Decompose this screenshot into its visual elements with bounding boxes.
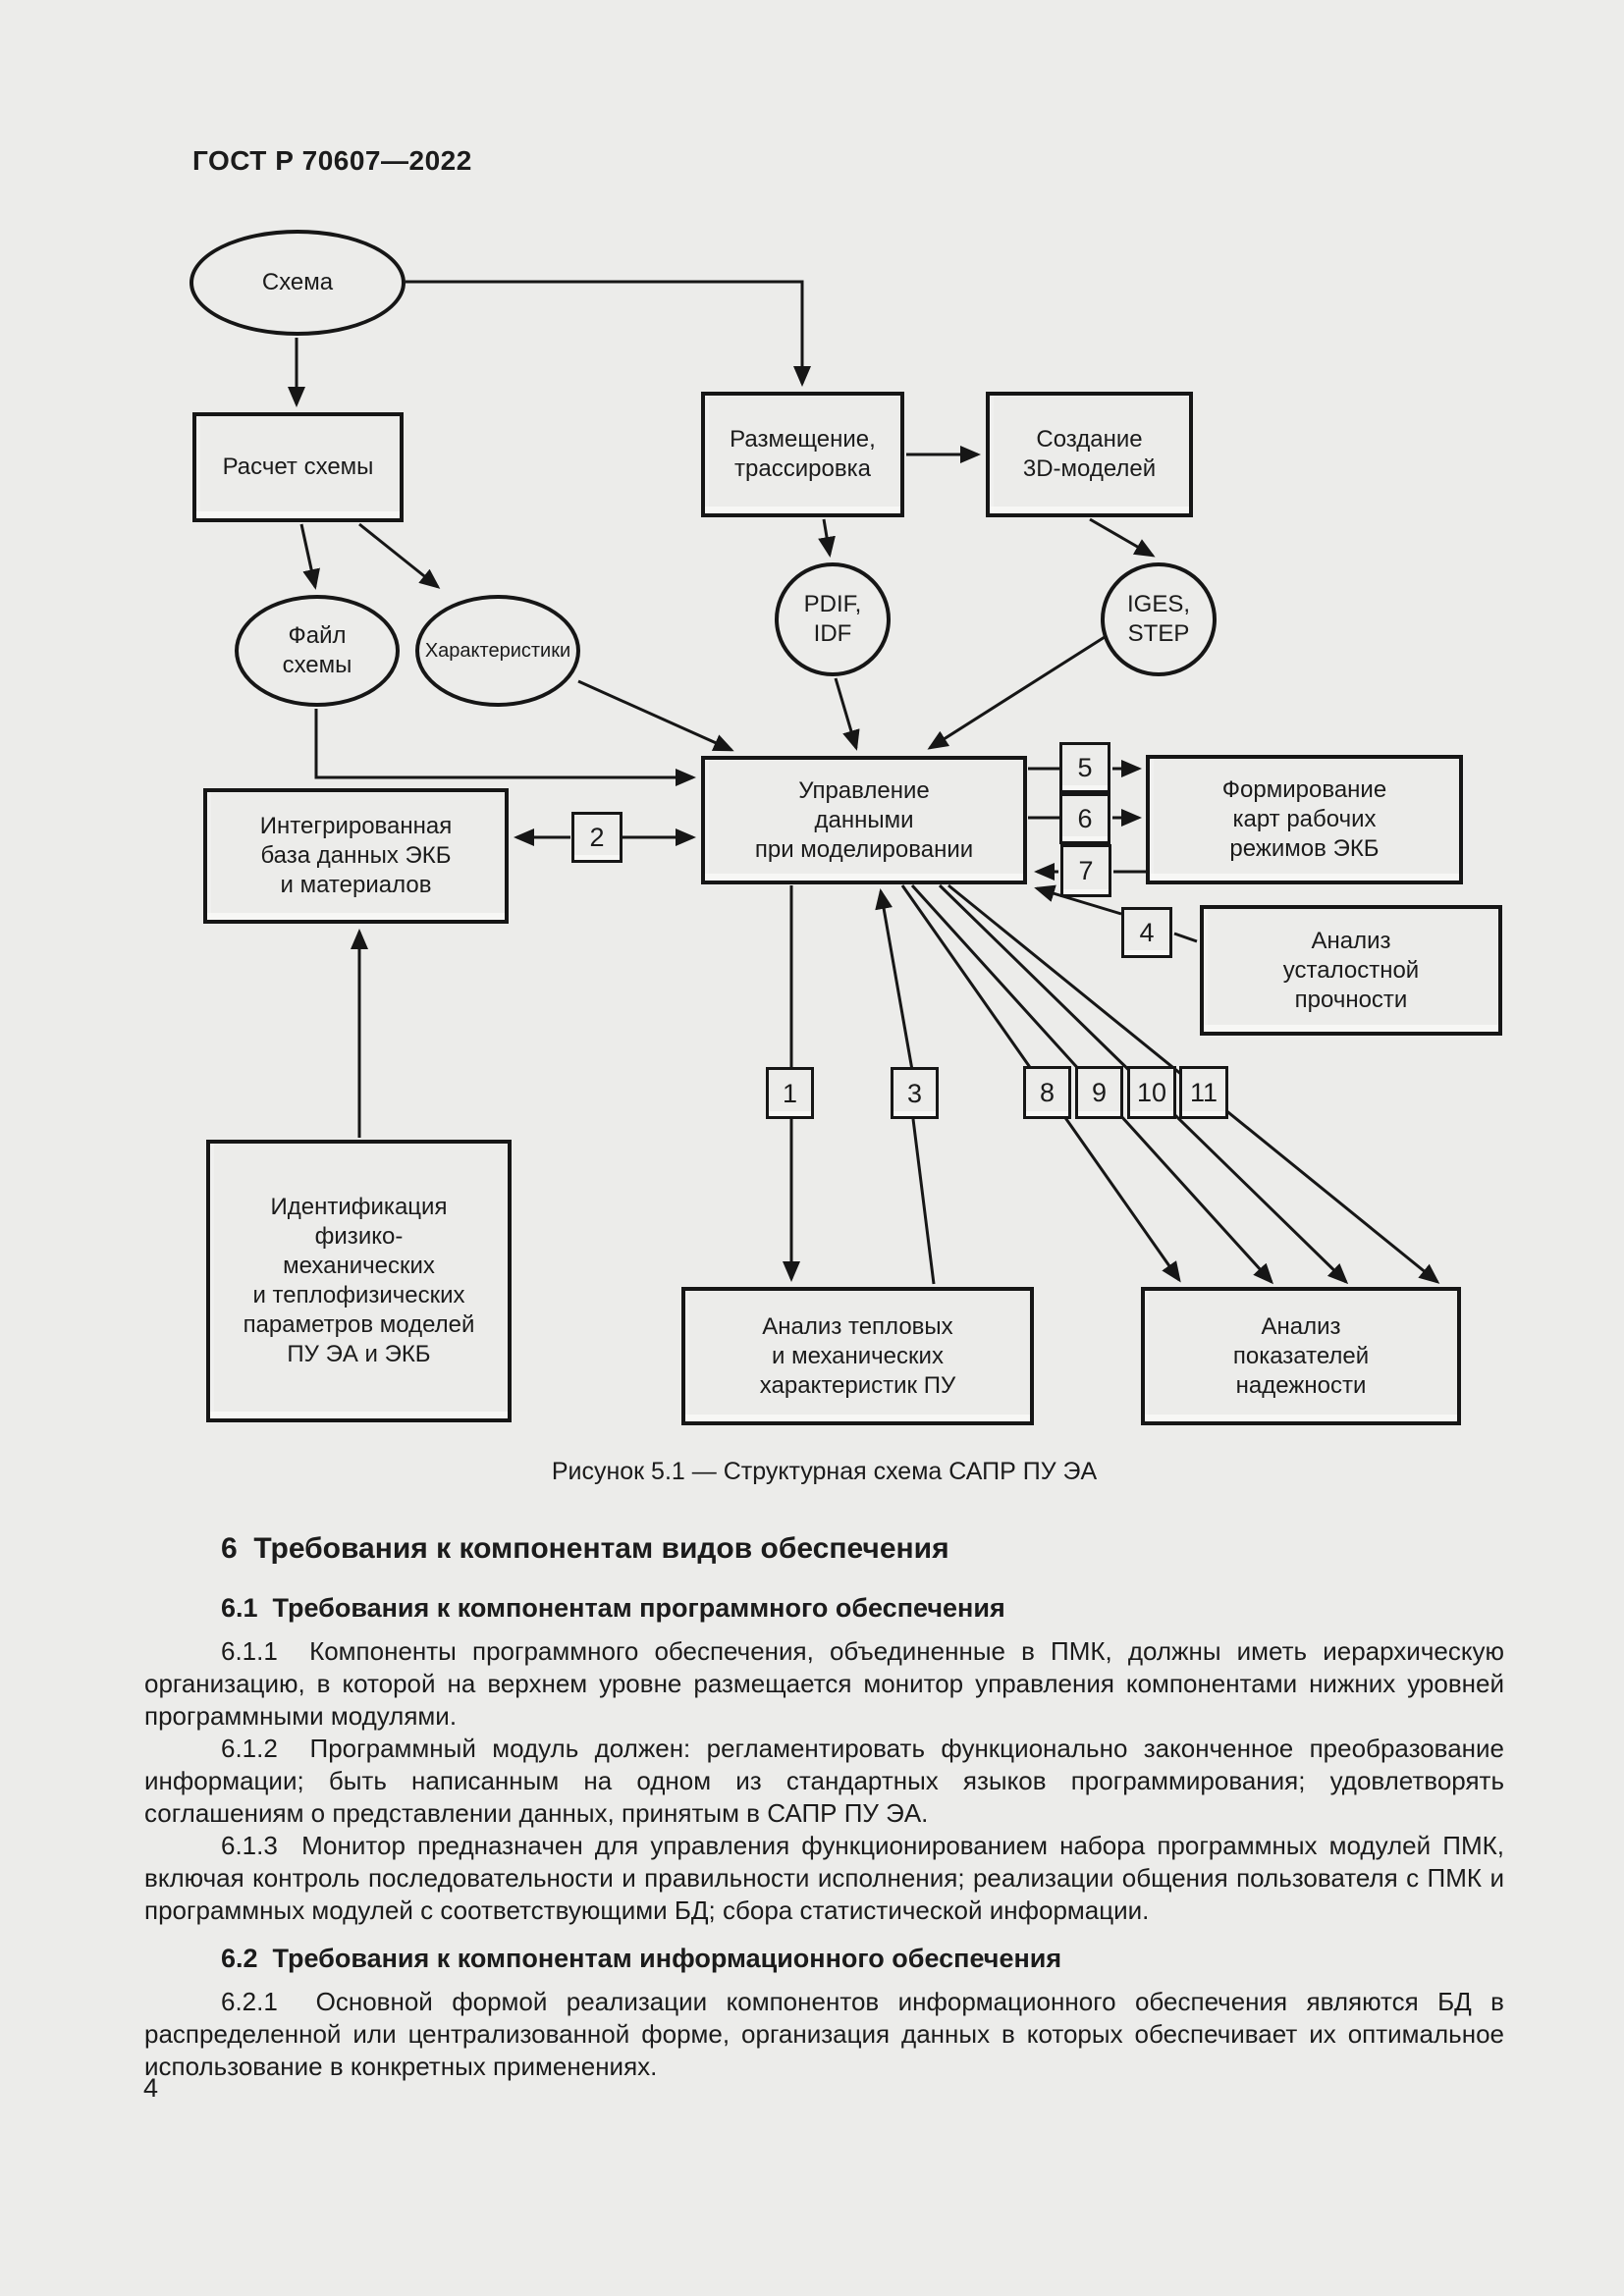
node-iges-step: IGES, STEP [1101,562,1217,676]
connector-box-3: 3 [891,1067,939,1119]
node-circuit-calc: Расчет схемы [192,412,404,522]
section-6-2-heading: 6.2 Требования к компонентам информацион… [221,1944,1062,1973]
node-reliability-analysis: Анализ показателей надежности [1141,1287,1461,1425]
figure-5-1-diagram: Схема Расчет схемы Размещение, трассиров… [189,230,1502,1425]
paragraph-6-2-1: 6.2.1 Основной формой реализации компоне… [144,1987,1512,2081]
node-create-3d-models: Создание 3D-моделей [986,392,1193,517]
standard-code-header: ГОСТ Р 70607—2022 [192,145,472,176]
connector-box-7: 7 [1060,844,1111,897]
paragraph-6-1-1: 6.1.1 Компоненты программного обеспечени… [144,1636,1512,1731]
node-integrated-db: Интегрированная база данных ЭКБ и матери… [203,788,509,924]
node-placement-routing: Размещение, трассировка [701,392,904,517]
paragraph-6-1-2: 6.1.2 Программный модуль должен: регламе… [144,1734,1512,1828]
node-pdif-idf: PDIF, IDF [775,562,891,676]
paragraph-6-1-3: 6.1.3 Монитор предназначен для управлени… [144,1831,1512,1925]
page-number: 4 [143,2073,159,2103]
connector-box-9: 9 [1075,1066,1123,1119]
figure-caption: Рисунок 5.1 — Структурная схема САПР ПУ … [551,1458,1098,1485]
diagram-connector-lines [288,280,1440,1285]
node-schema: Схема [189,230,406,336]
connector-box-10: 10 [1127,1066,1176,1119]
node-mode-cards: Формирование карт рабочих режимов ЭКБ [1146,755,1463,884]
body-text-column: Рисунок 5.1 — Структурная схема САПР ПУ … [144,1457,1504,2083]
node-characteristics: Характеристики [415,595,580,707]
connector-box-6: 6 [1059,793,1110,844]
section-6-heading: 6 Требования к компонентам видов обеспеч… [221,1532,949,1565]
node-data-management: Управление данными при моделировании [701,756,1027,884]
section-6-1-heading: 6.1 Требования к компонентам программног… [221,1593,1005,1623]
connector-box-8: 8 [1023,1066,1071,1119]
connector-box-5: 5 [1059,742,1110,793]
node-schema-file: Файл схемы [235,595,400,707]
connector-box-1: 1 [766,1067,814,1119]
connector-box-2: 2 [571,812,623,863]
node-identification: Идентификация физико- механических и теп… [206,1140,512,1422]
connector-box-11: 11 [1179,1066,1228,1119]
connector-box-4: 4 [1121,907,1172,958]
node-fatigue-analysis: Анализ усталостной прочности [1200,905,1502,1036]
node-thermal-analysis: Анализ тепловых и механических характери… [681,1287,1034,1425]
